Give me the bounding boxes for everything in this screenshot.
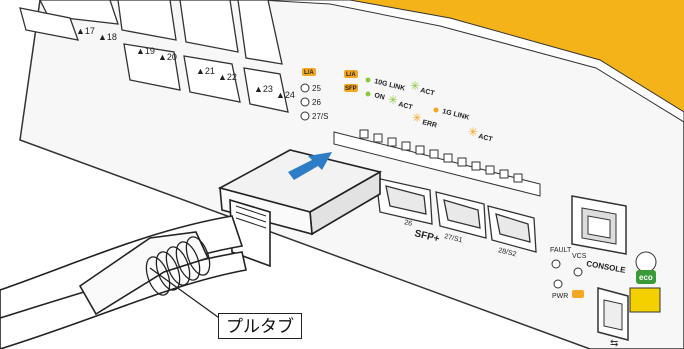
legend-act-3: ACT — [478, 133, 494, 143]
port-label-22: ▲22 — [218, 72, 237, 82]
status-vcs-label: VCS — [572, 253, 587, 260]
status-leds: FAULT VCS PWR — [550, 247, 587, 300]
eco-badge: eco — [629, 251, 661, 313]
port-label-21: ▲21 — [196, 66, 215, 76]
port-label-20: ▲20 — [158, 52, 177, 62]
led-26: 26 — [312, 98, 321, 107]
status-pwr-label: PWR — [552, 293, 568, 300]
callout-leader — [149, 267, 223, 321]
sfp-transceiver — [217, 149, 383, 268]
blink-icon-3: ✳ — [412, 111, 422, 125]
led-legend: L/A SFP 10G LINK ON ✳ ACT ✳ ACT 1G LINK … — [344, 70, 494, 144]
legend-la-tag: L/A — [346, 72, 356, 78]
blink-icon: ✳ — [410, 79, 420, 93]
insert-arrow-icon — [288, 152, 332, 180]
legend-on: ON — [374, 92, 386, 101]
port-label-18: ▲18 — [98, 32, 117, 42]
cable-boot-ribs — [145, 236, 211, 296]
led-25: 25 — [312, 84, 321, 93]
sfp-led-strip — [333, 129, 541, 197]
legend-sfp-tag: SFP — [345, 86, 357, 92]
legend-act-1: ACT — [420, 87, 436, 97]
port-label-24: ▲24 — [276, 90, 295, 100]
usb-port: ⇆ — [597, 287, 629, 349]
eco-label: eco — [639, 273, 653, 282]
face-edge — [259, 0, 684, 123]
rj45-port-grid — [19, 0, 289, 113]
blink-icon-4: ✳ — [468, 125, 478, 139]
sfp-label-27: 27/S1 — [444, 233, 464, 244]
pull-tab-callout: プルタブ — [218, 313, 302, 339]
blink-icon-2: ✳ — [388, 93, 398, 107]
sfp-label-26: 26 — [404, 219, 413, 228]
legend-act-2: ACT — [398, 101, 414, 111]
yellow-band — [350, 0, 684, 112]
legend-err: ERR — [422, 119, 438, 129]
port-label-17: ▲17 — [76, 26, 95, 36]
port-number-labels: ▲17 ▲18 ▲19 ▲20 ▲21 ▲22 ▲23 ▲24 — [76, 26, 295, 100]
port-label-19: ▲19 — [136, 46, 155, 56]
left-led-column: L/A 25 26 27/S — [300, 68, 328, 121]
port-label-23: ▲23 — [254, 84, 273, 94]
sfp-label-28: 28/S2 — [498, 247, 518, 258]
led-la-tag: L/A — [304, 70, 314, 76]
sfp-cages — [375, 177, 537, 253]
dac-cable — [0, 215, 247, 349]
usb-icon: ⇆ — [610, 338, 618, 349]
led-27: 27/S — [312, 112, 328, 121]
status-fault-label: FAULT — [550, 247, 572, 254]
